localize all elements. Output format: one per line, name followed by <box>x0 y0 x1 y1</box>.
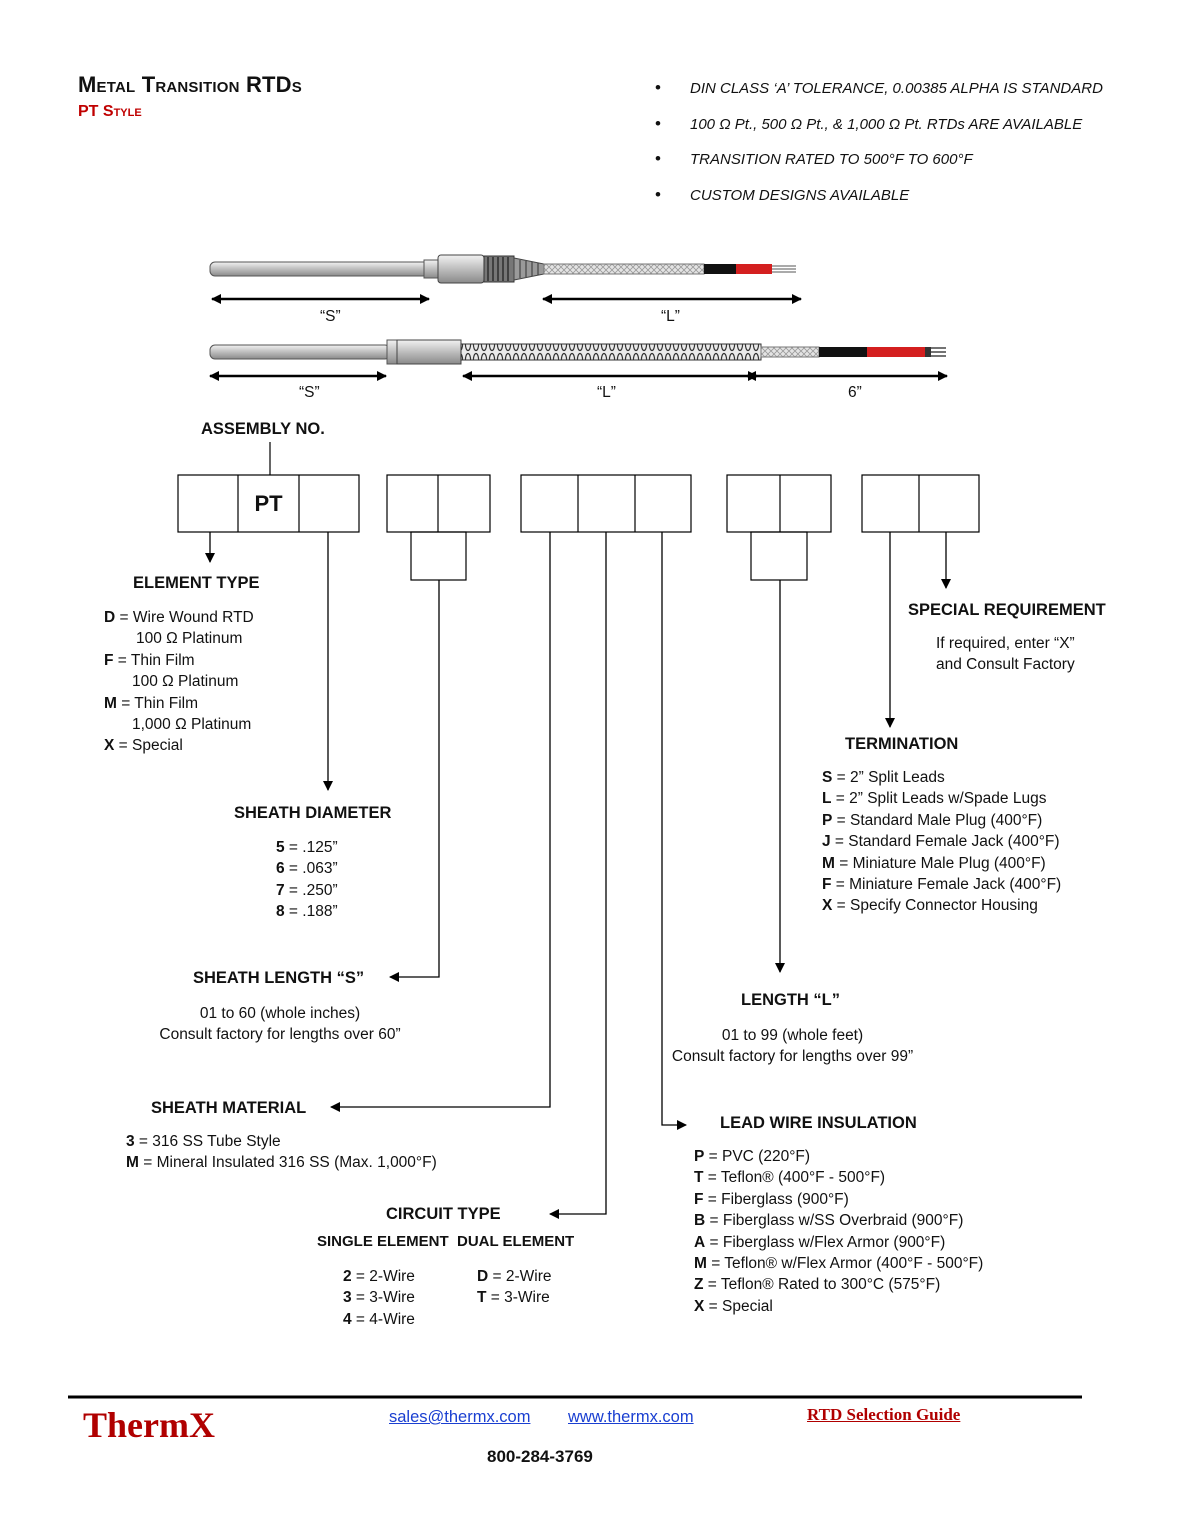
list-item: X = Special <box>694 1297 773 1315</box>
feature-list: DIN CLASS ‘A’ TOLERANCE, 0.00385 ALPHA I… <box>655 78 1103 223</box>
list-item: X = Special <box>104 737 183 755</box>
list-item: A = Fiberglass w/Flex Armor (900°F) <box>694 1233 946 1251</box>
list-item: F = Thin Film <box>104 651 195 669</box>
list-item: 8 = .188” <box>276 903 338 921</box>
feature-item: DIN CLASS ‘A’ TOLERANCE, 0.00385 ALPHA I… <box>655 78 1103 116</box>
lead-wire-heading: LEAD WIRE INSULATION <box>720 1114 917 1132</box>
sheath-material-list: 3 = 316 SS Tube Style M = Mineral Insula… <box>126 1131 437 1174</box>
list-item: 6 = .063” <box>276 860 338 878</box>
list-item: P = PVC (220°F) <box>694 1148 811 1165</box>
list-item: 7 = .250” <box>276 881 338 899</box>
length-l-text: 01 to 99 (whole feet) Consult factory fo… <box>655 1025 930 1068</box>
circuit-type-heading: CIRCUIT TYPE <box>386 1205 501 1223</box>
special-requirement-text: If required, enter “X” and Consult Facto… <box>936 633 1075 676</box>
sheath-length-heading: SHEATH LENGTH “S” <box>193 969 365 987</box>
page-subtitle: PT Style <box>78 103 142 120</box>
list-item: B = Fiberglass w/SS Overbraid (900°F) <box>694 1212 964 1230</box>
dimension-label-l: “L” <box>597 384 616 401</box>
list-item: 100 Ω Platinum <box>132 673 239 691</box>
dimension-label-s: “S” <box>320 308 341 325</box>
assembly-code-pt: PT <box>254 491 283 516</box>
probe-drawing-top <box>209 254 796 284</box>
feature-item: CUSTOM DESIGNS AVAILABLE <box>655 185 1103 223</box>
single-element-heading: SINGLE ELEMENT <box>317 1233 449 1250</box>
list-item: 2 = 2-Wire <box>343 1268 415 1285</box>
element-type-heading: ELEMENT TYPE <box>133 574 260 592</box>
list-item: S = 2” Split Leads <box>822 769 945 786</box>
list-item: D = 2-Wire <box>477 1268 552 1285</box>
sheath-diameter-heading: SHEATH DIAMETER <box>234 804 392 822</box>
phone-number: 800-284-3769 <box>487 1447 593 1466</box>
list-item: M = Thin Film <box>104 694 199 712</box>
text-line: Consult factory for lengths over 60” <box>159 1026 401 1044</box>
text-line: and Consult Factory <box>936 656 1075 674</box>
termination-list: S = 2” Split Leads L = 2” Split Leads w/… <box>822 767 1061 917</box>
list-item: F = Miniature Female Jack (400°F) <box>822 876 1062 894</box>
special-requirement-heading: SPECIAL REQUIREMENT <box>908 601 1106 619</box>
list-item: T = 3-Wire <box>477 1289 550 1307</box>
probe-drawing-bottom <box>209 339 946 365</box>
dimension-label-6: 6” <box>848 384 862 401</box>
element-type-list: D = Wire Wound RTD 100 Ω Platinum F = Th… <box>104 607 254 757</box>
page-title: Metal Transition RTDs <box>78 72 302 97</box>
list-item: L = 2” Split Leads w/Spade Lugs <box>822 790 1047 808</box>
text-line: 01 to 60 (whole inches) <box>199 1005 361 1022</box>
website-link[interactable]: www.thermx.com <box>568 1408 694 1426</box>
list-item: 3 = 3-Wire <box>343 1289 415 1307</box>
list-item: 5 = .125” <box>276 839 338 856</box>
list-item: F = Fiberglass (900°F) <box>694 1190 849 1208</box>
list-item: 1,000 Ω Platinum <box>132 716 252 734</box>
rtd-selection-guide-link[interactable]: RTD Selection Guide <box>807 1405 961 1424</box>
list-item: Z = Teflon® Rated to 300°C (575°F) <box>694 1276 941 1294</box>
list-item: P = Standard Male Plug (400°F) <box>822 811 1043 829</box>
text-line: 01 to 99 (whole feet) <box>721 1027 864 1044</box>
text-line: If required, enter “X” <box>936 635 1075 652</box>
list-item: M = Teflon® w/Flex Armor (400°F - 500°F) <box>694 1255 984 1273</box>
sheath-diameter-list: 5 = .125” 6 = .063” 7 = .250” 8 = .188” <box>276 837 338 923</box>
sheath-length-text: 01 to 60 (whole inches) Consult factory … <box>140 1003 420 1046</box>
feature-item: 100 Ω Pt., 500 Ω Pt., & 1,000 Ω Pt. RTDs… <box>655 114 1103 152</box>
list-item: T = Teflon® (400°F - 500°F) <box>694 1169 886 1187</box>
sheath-material-heading: SHEATH MATERIAL <box>151 1099 307 1117</box>
dual-element-list: D = 2-Wire T = 3-Wire <box>477 1266 552 1309</box>
assembly-label: ASSEMBLY NO. <box>201 420 325 438</box>
email-link[interactable]: sales@thermx.com <box>389 1408 531 1426</box>
list-item: 100 Ω Platinum <box>136 630 243 648</box>
single-element-list: 2 = 2-Wire 3 = 3-Wire 4 = 4-Wire <box>343 1266 415 1330</box>
list-item: D = Wire Wound RTD <box>104 609 254 626</box>
lead-wire-list: P = PVC (220°F) T = Teflon® (400°F - 500… <box>694 1146 983 1317</box>
list-item: J = Standard Female Jack (400°F) <box>822 833 1060 851</box>
list-item: M = Miniature Male Plug (400°F) <box>822 854 1046 872</box>
termination-heading: TERMINATION <box>845 735 959 753</box>
thermx-logo: ThermX <box>83 1405 215 1445</box>
list-item: M = Mineral Insulated 316 SS (Max. 1,000… <box>126 1154 437 1172</box>
length-l-heading: LENGTH “L” <box>741 991 840 1009</box>
dimension-label-l: “L” <box>661 308 680 325</box>
list-item: X = Specify Connector Housing <box>822 897 1038 915</box>
dual-element-heading: DUAL ELEMENT <box>457 1233 575 1250</box>
list-item: 3 = 316 SS Tube Style <box>126 1133 281 1150</box>
feature-item: TRANSITION RATED TO 500°F TO 600°F <box>655 149 1103 187</box>
dimension-label-s: “S” <box>299 384 320 401</box>
list-item: 4 = 4-Wire <box>343 1310 415 1328</box>
text-line: Consult factory for lengths over 99” <box>671 1048 914 1066</box>
